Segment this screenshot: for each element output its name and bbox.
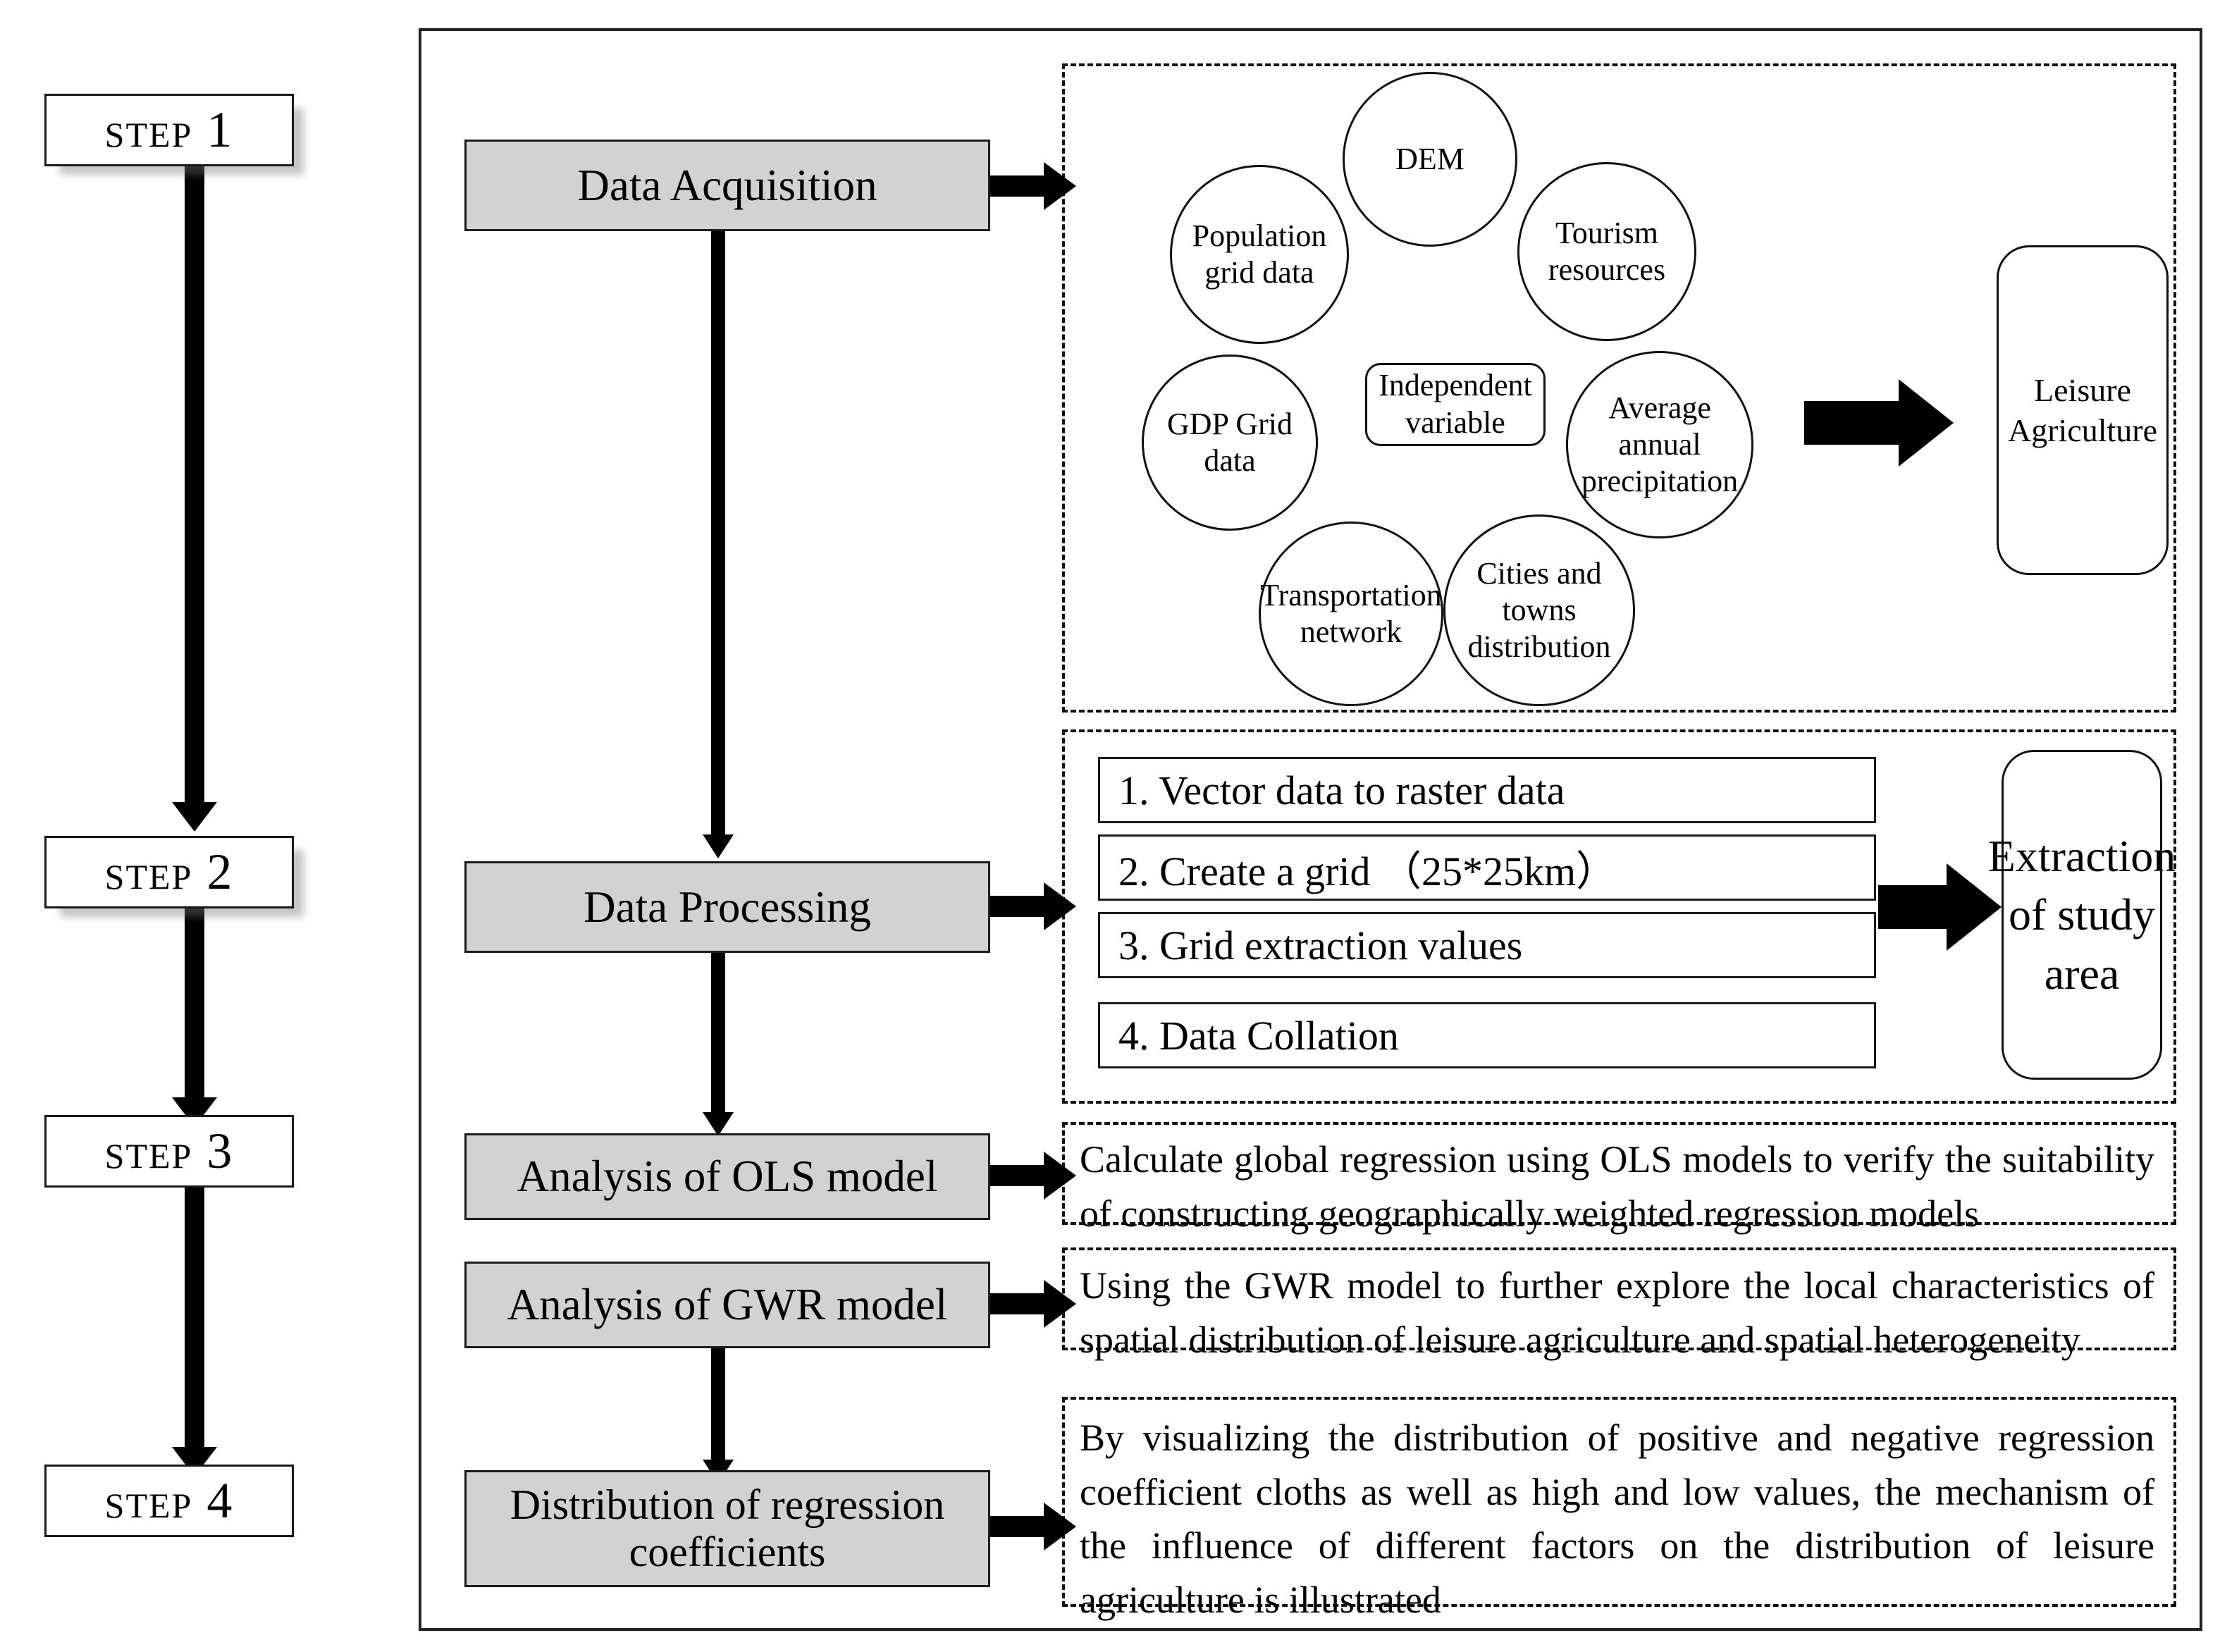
- factor-circle-dem[interactable]: DEM: [1343, 72, 1517, 247]
- gwr-description-text: Using the GWR model to further explore t…: [1080, 1259, 2154, 1361]
- arrow-factors-to-leisure-agriculture: [1804, 378, 1954, 467]
- main-frame-border: [419, 28, 2202, 1631]
- factor-label-population: Population grid data: [1192, 218, 1327, 290]
- step-box-1[interactable]: STEP 1: [44, 94, 294, 166]
- process-label-data-processing: Data Processing: [584, 882, 871, 932]
- step-box-4[interactable]: STEP 4: [44, 1465, 294, 1537]
- independent-variable-box[interactable]: Independent variable: [1365, 363, 1546, 446]
- output-label-extraction-of-study-area: Extraction of study area: [1987, 831, 2176, 999]
- process-box-gwr-analysis[interactable]: Analysis of GWR model: [464, 1262, 990, 1348]
- process-box-regression-coefficients[interactable]: Distribution of regression coefficients: [464, 1470, 990, 1587]
- processing-step-item-3[interactable]: 3. Grid extraction values: [1098, 912, 1876, 978]
- process-label-data-acquisition: Data Acquisition: [577, 160, 877, 210]
- factor-label-transportation: Transportation network: [1260, 578, 1442, 649]
- step-box-2[interactable]: STEP 2: [44, 836, 294, 908]
- ols-description-text: Calculate global regression using OLS mo…: [1080, 1133, 2154, 1235]
- arrow-gwr-to-coefficients: [697, 1344, 739, 1485]
- ols-description-value: Calculate global regression using OLS mo…: [1080, 1138, 2154, 1235]
- arrow-step2-to-step3: [166, 904, 223, 1130]
- step-2-label: STEP 2: [104, 844, 234, 900]
- coefficients-description-value: By visualizing the distribution of posit…: [1080, 1417, 2154, 1622]
- factor-label-tourism: Tourism resources: [1548, 216, 1666, 287]
- dashed-panel-coefficients-description: [1062, 1397, 2176, 1607]
- arrow-step1-to-step2: [166, 162, 223, 834]
- processing-step-label-3: 3. Grid extraction values: [1118, 922, 1523, 968]
- factor-circle-gdp-grid-data[interactable]: GDP Grid data: [1142, 355, 1318, 531]
- processing-step-label-1: 1. Vector data to raster data: [1118, 767, 1565, 813]
- step-1-label: STEP 1: [104, 101, 234, 158]
- output-box-extraction-of-study-area[interactable]: Extraction of study area: [1988, 750, 2176, 1080]
- output-box-leisure-agriculture[interactable]: Leisure Agriculture: [1997, 245, 2169, 575]
- factor-circle-cities-and-towns-distribution[interactable]: Cities and towns distribution: [1443, 514, 1635, 706]
- process-label-regression-coefficients: Distribution of regression coefficients: [510, 1481, 945, 1575]
- gwr-description-value: Using the GWR model to further explore t…: [1080, 1264, 2154, 1361]
- arrow-gwr-to-description: [986, 1280, 1076, 1328]
- dashed-panel-data-acquisition: [1062, 63, 2176, 713]
- factor-label-cities-towns: Cities and towns distribution: [1467, 556, 1611, 664]
- independent-variable-label: Independent variable: [1379, 368, 1532, 440]
- arrow-step3-to-step4: [166, 1183, 223, 1479]
- processing-step-item-1[interactable]: 1. Vector data to raster data: [1098, 757, 1876, 823]
- process-box-data-acquisition[interactable]: Data Acquisition: [464, 140, 990, 231]
- coefficients-description-text: By visualizing the distribution of posit…: [1080, 1411, 2154, 1621]
- factor-circle-transportation-network[interactable]: Transportation network: [1259, 522, 1443, 706]
- process-box-data-processing[interactable]: Data Processing: [464, 861, 990, 953]
- arrow-acquisition-to-panel: [986, 162, 1076, 210]
- output-label-leisure-agriculture: Leisure Agriculture: [2007, 371, 2158, 449]
- step-box-3[interactable]: STEP 3: [44, 1115, 294, 1188]
- process-box-ols-analysis[interactable]: Analysis of OLS model: [464, 1133, 990, 1220]
- arrow-ols-to-description: [986, 1152, 1076, 1200]
- step-4-label: STEP 4: [104, 1472, 234, 1529]
- factor-label-precipitation: Average annual precipitation: [1581, 390, 1739, 498]
- factor-label-gdp: GDP Grid data: [1166, 407, 1293, 478]
- processing-step-label-4: 4. Data Collation: [1118, 1012, 1399, 1059]
- factor-circle-average-annual-precipitation[interactable]: Average annual precipitation: [1566, 351, 1753, 538]
- arrow-processing-to-ols: [697, 949, 739, 1139]
- arrow-processing-items-to-extraction: [1878, 863, 2002, 951]
- processing-step-item-2[interactable]: 2. Create a grid （25*25km）: [1098, 834, 1876, 901]
- arrow-processing-to-panel: [986, 882, 1076, 930]
- processing-step-item-4[interactable]: 4. Data Collation: [1098, 1002, 1876, 1068]
- step-3-label: STEP 3: [104, 1123, 234, 1179]
- processing-step-label-2: 2. Create a grid （25*25km）: [1118, 849, 1617, 894]
- process-label-ols-analysis: Analysis of OLS model: [517, 1152, 938, 1202]
- process-label-gwr-analysis: Analysis of GWR model: [507, 1280, 948, 1330]
- factor-circle-population-grid-data[interactable]: Population grid data: [1170, 165, 1349, 344]
- factor-label-dem: DEM: [1395, 142, 1464, 177]
- arrow-coefficients-to-description: [986, 1503, 1076, 1551]
- arrow-acquisition-to-processing: [697, 227, 739, 861]
- factor-circle-tourism-resources[interactable]: Tourism resources: [1517, 162, 1696, 341]
